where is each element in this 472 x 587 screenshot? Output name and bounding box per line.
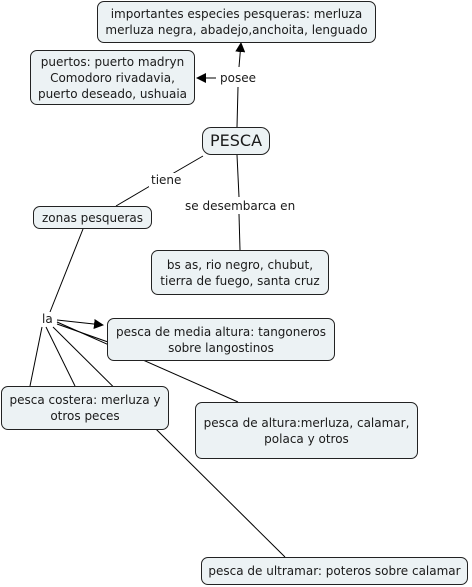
edge-la-costera [29,326,43,387]
link-label-tiene: tiene [149,173,184,187]
node-pesca-media-altura[interactable]: pesca de media altura: tangoneros sobre … [107,318,335,361]
node-ports[interactable]: puertos: puerto madryn Comodoro rivadavi… [30,50,195,105]
edge-pesca-tiene [171,155,204,175]
node-zonas-pesqueras[interactable]: zonas pesqueras [33,206,152,229]
link-label-se-desembarca-en: se desembarca en [183,199,298,213]
edge-la-altura [56,321,239,403]
link-label-la: la [40,312,55,326]
edge-posee-species [235,42,246,68]
edge-desembarca-landing [238,213,241,251]
node-pesca-altura[interactable]: pesca de altura:merluza, calamar, polaca… [195,402,418,459]
edge-pesca-posee [236,86,239,128]
node-landing-provinces[interactable]: bs as, rio negro, chubut, tierra de fueg… [151,250,329,295]
edge-tiene-zones [115,185,151,207]
edge-pesca-desembarca [236,154,240,198]
edge-la-media [56,319,104,329]
node-species[interactable]: importantes especies pesqueras: merluza … [97,1,376,43]
edge-la-costera-2 [45,326,76,387]
node-pesca-ultramar[interactable]: pesca de ultramar: poteros sobre calamar [201,557,468,585]
node-pesca[interactable]: PESCA [202,127,270,155]
node-pesca-costera[interactable]: pesca costera: merluza y otros peces [1,386,169,430]
edge-zones-la [49,228,84,313]
link-label-posee: posee [218,71,258,85]
edge-la-ultramar [52,326,286,558]
